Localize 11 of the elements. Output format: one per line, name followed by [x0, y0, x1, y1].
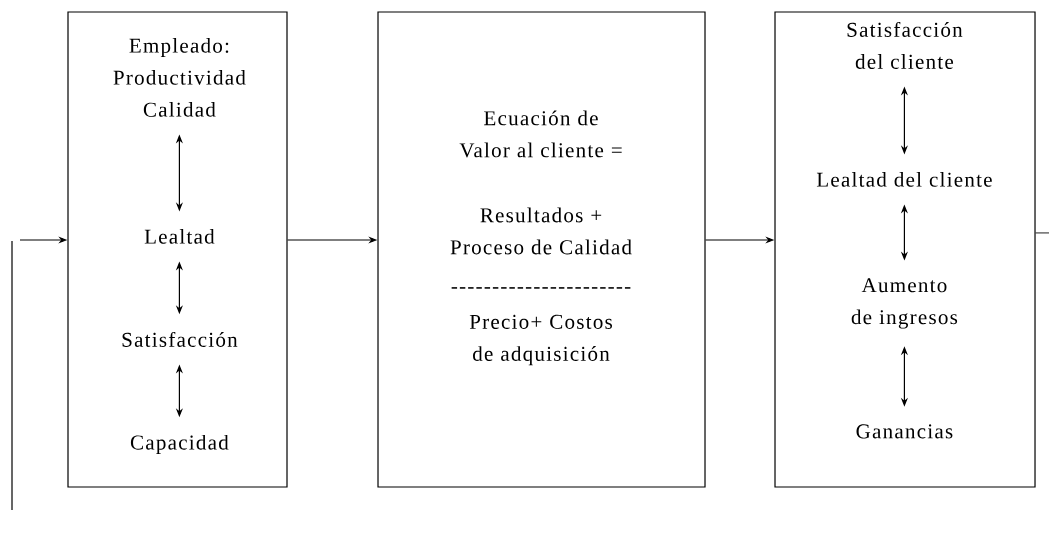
process-box: Ecuación de Valor al cliente = Resultados + Proceso de Calidad ---------------------- Precio+ Costos de adquisición — [377, 11, 706, 488]
text-label: Ganancias — [856, 424, 953, 439]
text-label: Satisfacción — [122, 331, 238, 347]
text-label: Satisfacción del cliente — [847, 21, 963, 69]
process-box — [774, 11, 1036, 488]
process-box — [67, 11, 288, 488]
text-label: Lealtad — [144, 229, 215, 244]
text-label: Aumento de ingresos — [851, 278, 958, 329]
text-label: Empleado: Productividad Calidad — [113, 38, 246, 117]
text-label: Capacidad — [130, 434, 229, 454]
text-label: Lealtad del cliente — [816, 172, 992, 187]
